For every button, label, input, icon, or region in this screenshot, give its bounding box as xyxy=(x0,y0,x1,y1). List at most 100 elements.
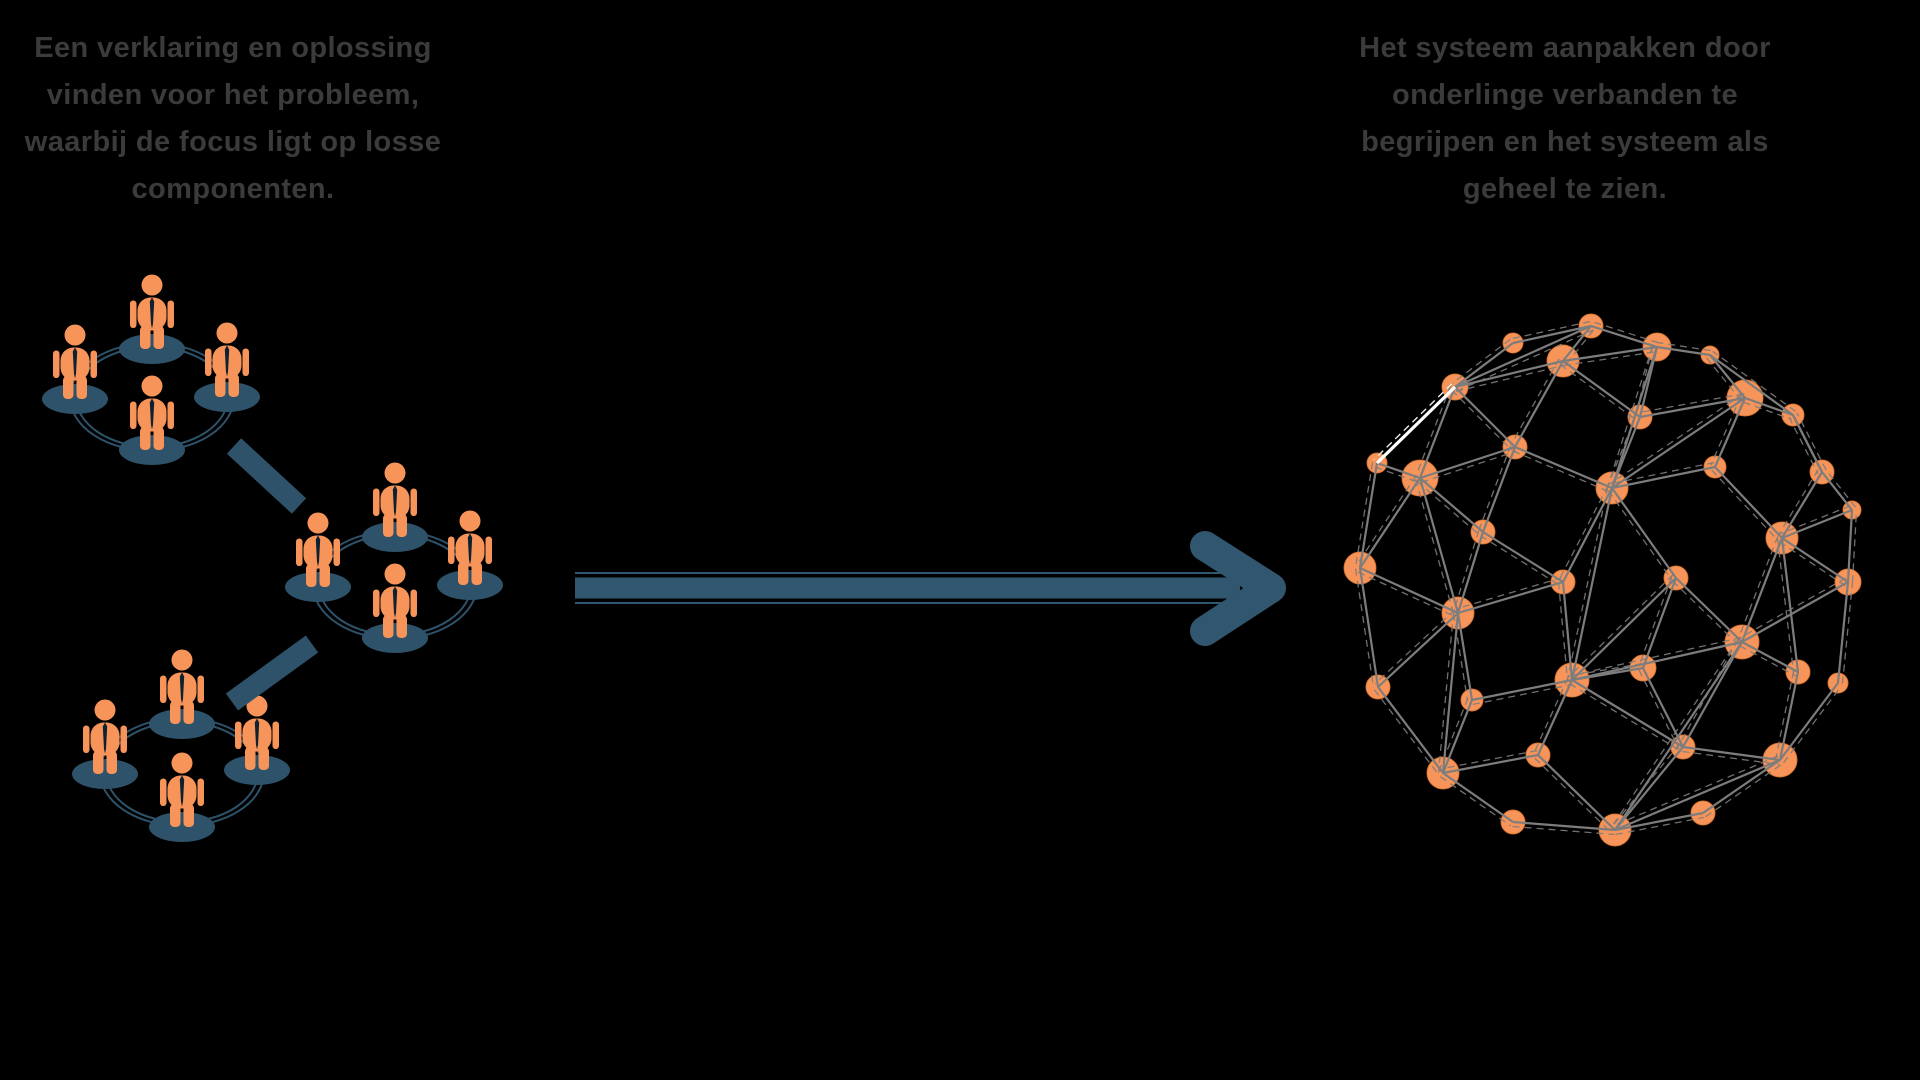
network-edge-twin xyxy=(1706,357,1743,402)
network-edge xyxy=(1611,397,1746,489)
network-edge-twin xyxy=(1354,568,1375,688)
network-edge xyxy=(1781,508,1853,540)
caption-line: vinden voor het probleem, xyxy=(46,79,420,111)
network-edge-twin xyxy=(1442,749,1538,770)
cluster-connector-bar xyxy=(226,438,307,514)
network-edge xyxy=(1536,679,1574,756)
network-edge xyxy=(1641,577,1678,669)
network-edge-twin xyxy=(1451,338,1511,384)
platform-ellipse xyxy=(72,759,138,789)
network-edge-twin xyxy=(1355,475,1417,566)
network-edge-twin xyxy=(1480,535,1561,587)
network-edge xyxy=(1571,666,1644,682)
network-edge-twin xyxy=(1456,577,1562,610)
network-edge-twin xyxy=(1571,662,1643,677)
network-edge-twin xyxy=(1415,479,1455,615)
network-edge-twin xyxy=(1512,825,1615,836)
caption-line: waarbij de focus ligt op losse xyxy=(24,126,442,158)
network-edge-twin xyxy=(1453,530,1480,612)
network-edge xyxy=(1778,671,1800,761)
network-edge xyxy=(1571,640,1743,682)
network-edge-twin xyxy=(1415,385,1452,477)
network-edge xyxy=(1512,324,1592,345)
network-edge xyxy=(1740,537,1784,643)
network-edge-twin xyxy=(1638,576,1673,667)
network-edge-twin xyxy=(1825,468,1857,508)
network-edge xyxy=(1358,567,1380,688)
network-edge-twin xyxy=(1710,395,1742,466)
network-edge-twin xyxy=(1611,743,1681,828)
caption-line: begrijpen en het systeem als xyxy=(1361,126,1769,158)
network-edge-twin xyxy=(1780,505,1851,535)
network-edge-highlight xyxy=(1375,385,1457,465)
platform-ellipse xyxy=(42,384,108,414)
network-edge-twin xyxy=(1566,486,1609,680)
network-edge-twin xyxy=(1569,683,1682,752)
network-edge xyxy=(1418,477,1460,614)
network-edge-twin xyxy=(1511,320,1591,340)
network-edge xyxy=(1514,445,1613,490)
network-edge-twin xyxy=(1851,510,1858,583)
network-edge xyxy=(1561,581,1574,681)
right-caption: Het systeem aanpakken door onderlinge ve… xyxy=(1303,25,1827,213)
network-edge-twin xyxy=(1437,612,1455,773)
network-edge xyxy=(1611,465,1716,490)
platform-ellipse xyxy=(119,334,185,364)
network-edge xyxy=(1741,581,1849,643)
network-edge-twin xyxy=(1438,698,1469,772)
network-edge-twin xyxy=(1610,461,1715,485)
platform-ellipse xyxy=(285,572,351,602)
network-edge-twin xyxy=(1777,469,1819,537)
network-edge-twin xyxy=(1472,683,1574,706)
network-edge xyxy=(1821,471,1853,511)
network-edge xyxy=(1702,759,1781,814)
network-edge-twin xyxy=(1615,816,1704,836)
network-edge xyxy=(1482,531,1564,583)
caption-line: componenten. xyxy=(131,173,335,205)
network-edge-twin xyxy=(1534,757,1613,834)
network-edge-twin xyxy=(1559,364,1638,422)
network-edge-twin xyxy=(1566,328,1596,365)
network-edge-twin xyxy=(1373,689,1440,777)
network-edge xyxy=(1419,477,1484,533)
network-edge xyxy=(1571,679,1684,748)
network-edge xyxy=(1590,324,1658,349)
network-edge xyxy=(1456,612,1474,701)
network-edge-twin xyxy=(1558,485,1609,581)
network-edge-twin xyxy=(1510,358,1560,446)
network-edge xyxy=(1562,345,1658,363)
network-edge-twin xyxy=(1788,416,1819,475)
network-edge xyxy=(1454,386,1516,448)
network-edge xyxy=(1781,537,1849,583)
network-edge-twin xyxy=(1639,392,1745,414)
platform-ellipse xyxy=(149,709,215,739)
network-edge-twin xyxy=(1421,450,1517,483)
network-edge-twin xyxy=(1743,401,1792,420)
network-edge xyxy=(1376,461,1421,480)
network-edge xyxy=(1571,577,1677,681)
network-edge-twin xyxy=(1609,393,1743,485)
platform-ellipse xyxy=(224,755,290,785)
network-edge-twin xyxy=(1638,669,1680,750)
network-edge-twin xyxy=(1374,609,1456,685)
network-edge xyxy=(1846,509,1854,583)
network-edge xyxy=(1741,641,1799,673)
network-edge xyxy=(1779,682,1839,761)
caption-line: onderlinge verbanden te xyxy=(1392,79,1738,111)
network-edge-twin xyxy=(1440,776,1511,827)
network-edge xyxy=(1780,537,1800,673)
network-edge xyxy=(1454,359,1564,389)
network-edge xyxy=(1537,754,1616,831)
network-edge xyxy=(1709,354,1794,416)
network-edge xyxy=(1454,342,1514,388)
network-edge-twin xyxy=(1682,750,1780,766)
network-edge-twin xyxy=(1705,763,1783,818)
network-edge xyxy=(1610,416,1642,489)
network-edge xyxy=(1358,462,1379,569)
network-edge xyxy=(1562,325,1592,362)
network-edge xyxy=(1570,487,1614,681)
network-edge xyxy=(1454,324,1592,389)
network-edge xyxy=(1418,386,1457,479)
network-edge xyxy=(1377,612,1459,688)
network-edge-twin xyxy=(1610,639,1739,828)
